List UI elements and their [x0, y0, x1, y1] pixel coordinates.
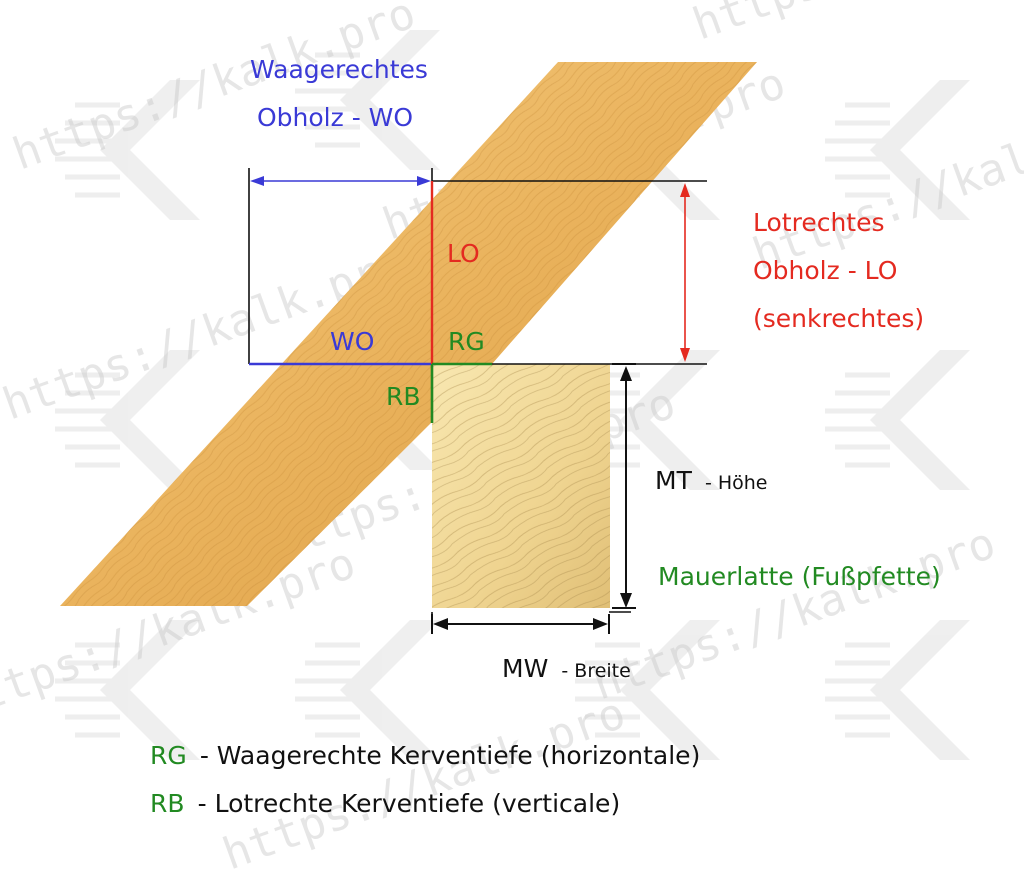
- watermark-text: https://kalk.pro: [686, 0, 1024, 50]
- legend-rg-text: - Waagerechte Kerventiefe (horizontale): [200, 741, 700, 770]
- legend-rg: RG - Waagerechte Kerventiefe (horizontal…: [150, 741, 700, 770]
- watermark-logo-icon: [55, 80, 200, 220]
- legend-rg-key: RG: [150, 741, 187, 770]
- watermark-logo-icon: [55, 350, 200, 490]
- mw-label-main: MW: [502, 654, 548, 683]
- watermark-text: https://kalk.pro: [216, 687, 632, 877]
- watermark-logo-icon: [55, 620, 200, 760]
- legend-rb-key: RB: [150, 789, 185, 818]
- wo-dimension-arrow: [250, 176, 431, 186]
- lo-title-line3: (senkrechtes): [753, 304, 924, 333]
- watermark-logo-icon: [295, 620, 440, 760]
- legend-rb: RB - Lotrechte Kerventiefe (verticale): [150, 789, 620, 818]
- watermark-logo-icon: [825, 620, 970, 760]
- watermark-logo-icon: [825, 80, 970, 220]
- lo-dimension-arrow: [680, 183, 690, 362]
- watermark-logo-icon: [825, 350, 970, 490]
- watermark-text: https://kalk.pro: [586, 517, 1002, 710]
- mt-dimension-arrow: [612, 363, 636, 609]
- mt-label: MT - Höhe: [655, 466, 767, 495]
- mw-label-sub: - Breite: [561, 660, 630, 682]
- wo-title-line1: Waagerechtes: [250, 55, 428, 84]
- wall-plate-beam: [432, 364, 610, 608]
- rg-label: RG: [448, 327, 485, 356]
- wo-title-line2: Obholz - WO: [257, 103, 413, 132]
- wo-label: WO: [330, 327, 374, 356]
- plate-name-label: Mauerlatte (Fußpfette): [658, 562, 941, 591]
- rafter-beam: [60, 62, 757, 606]
- watermark-logo-icon: [295, 30, 440, 170]
- lo-title-line2: Obholz - LO: [753, 256, 897, 285]
- rb-label: RB: [386, 382, 421, 411]
- watermark-text: https://kalk.pro: [746, 87, 1024, 280]
- watermark-logo-icon: [575, 620, 720, 760]
- mt-label-main: MT: [655, 466, 693, 495]
- legend-rb-text: - Lotrechte Kerventiefe (verticale): [198, 789, 621, 818]
- mt-label-sub: - Höhe: [705, 472, 768, 494]
- mw-label: MW - Breite: [502, 654, 631, 683]
- mw-dimension-arrow: [431, 614, 610, 634]
- lo-label: LO: [447, 239, 480, 268]
- lo-title-line1: Lotrechtes: [753, 208, 885, 237]
